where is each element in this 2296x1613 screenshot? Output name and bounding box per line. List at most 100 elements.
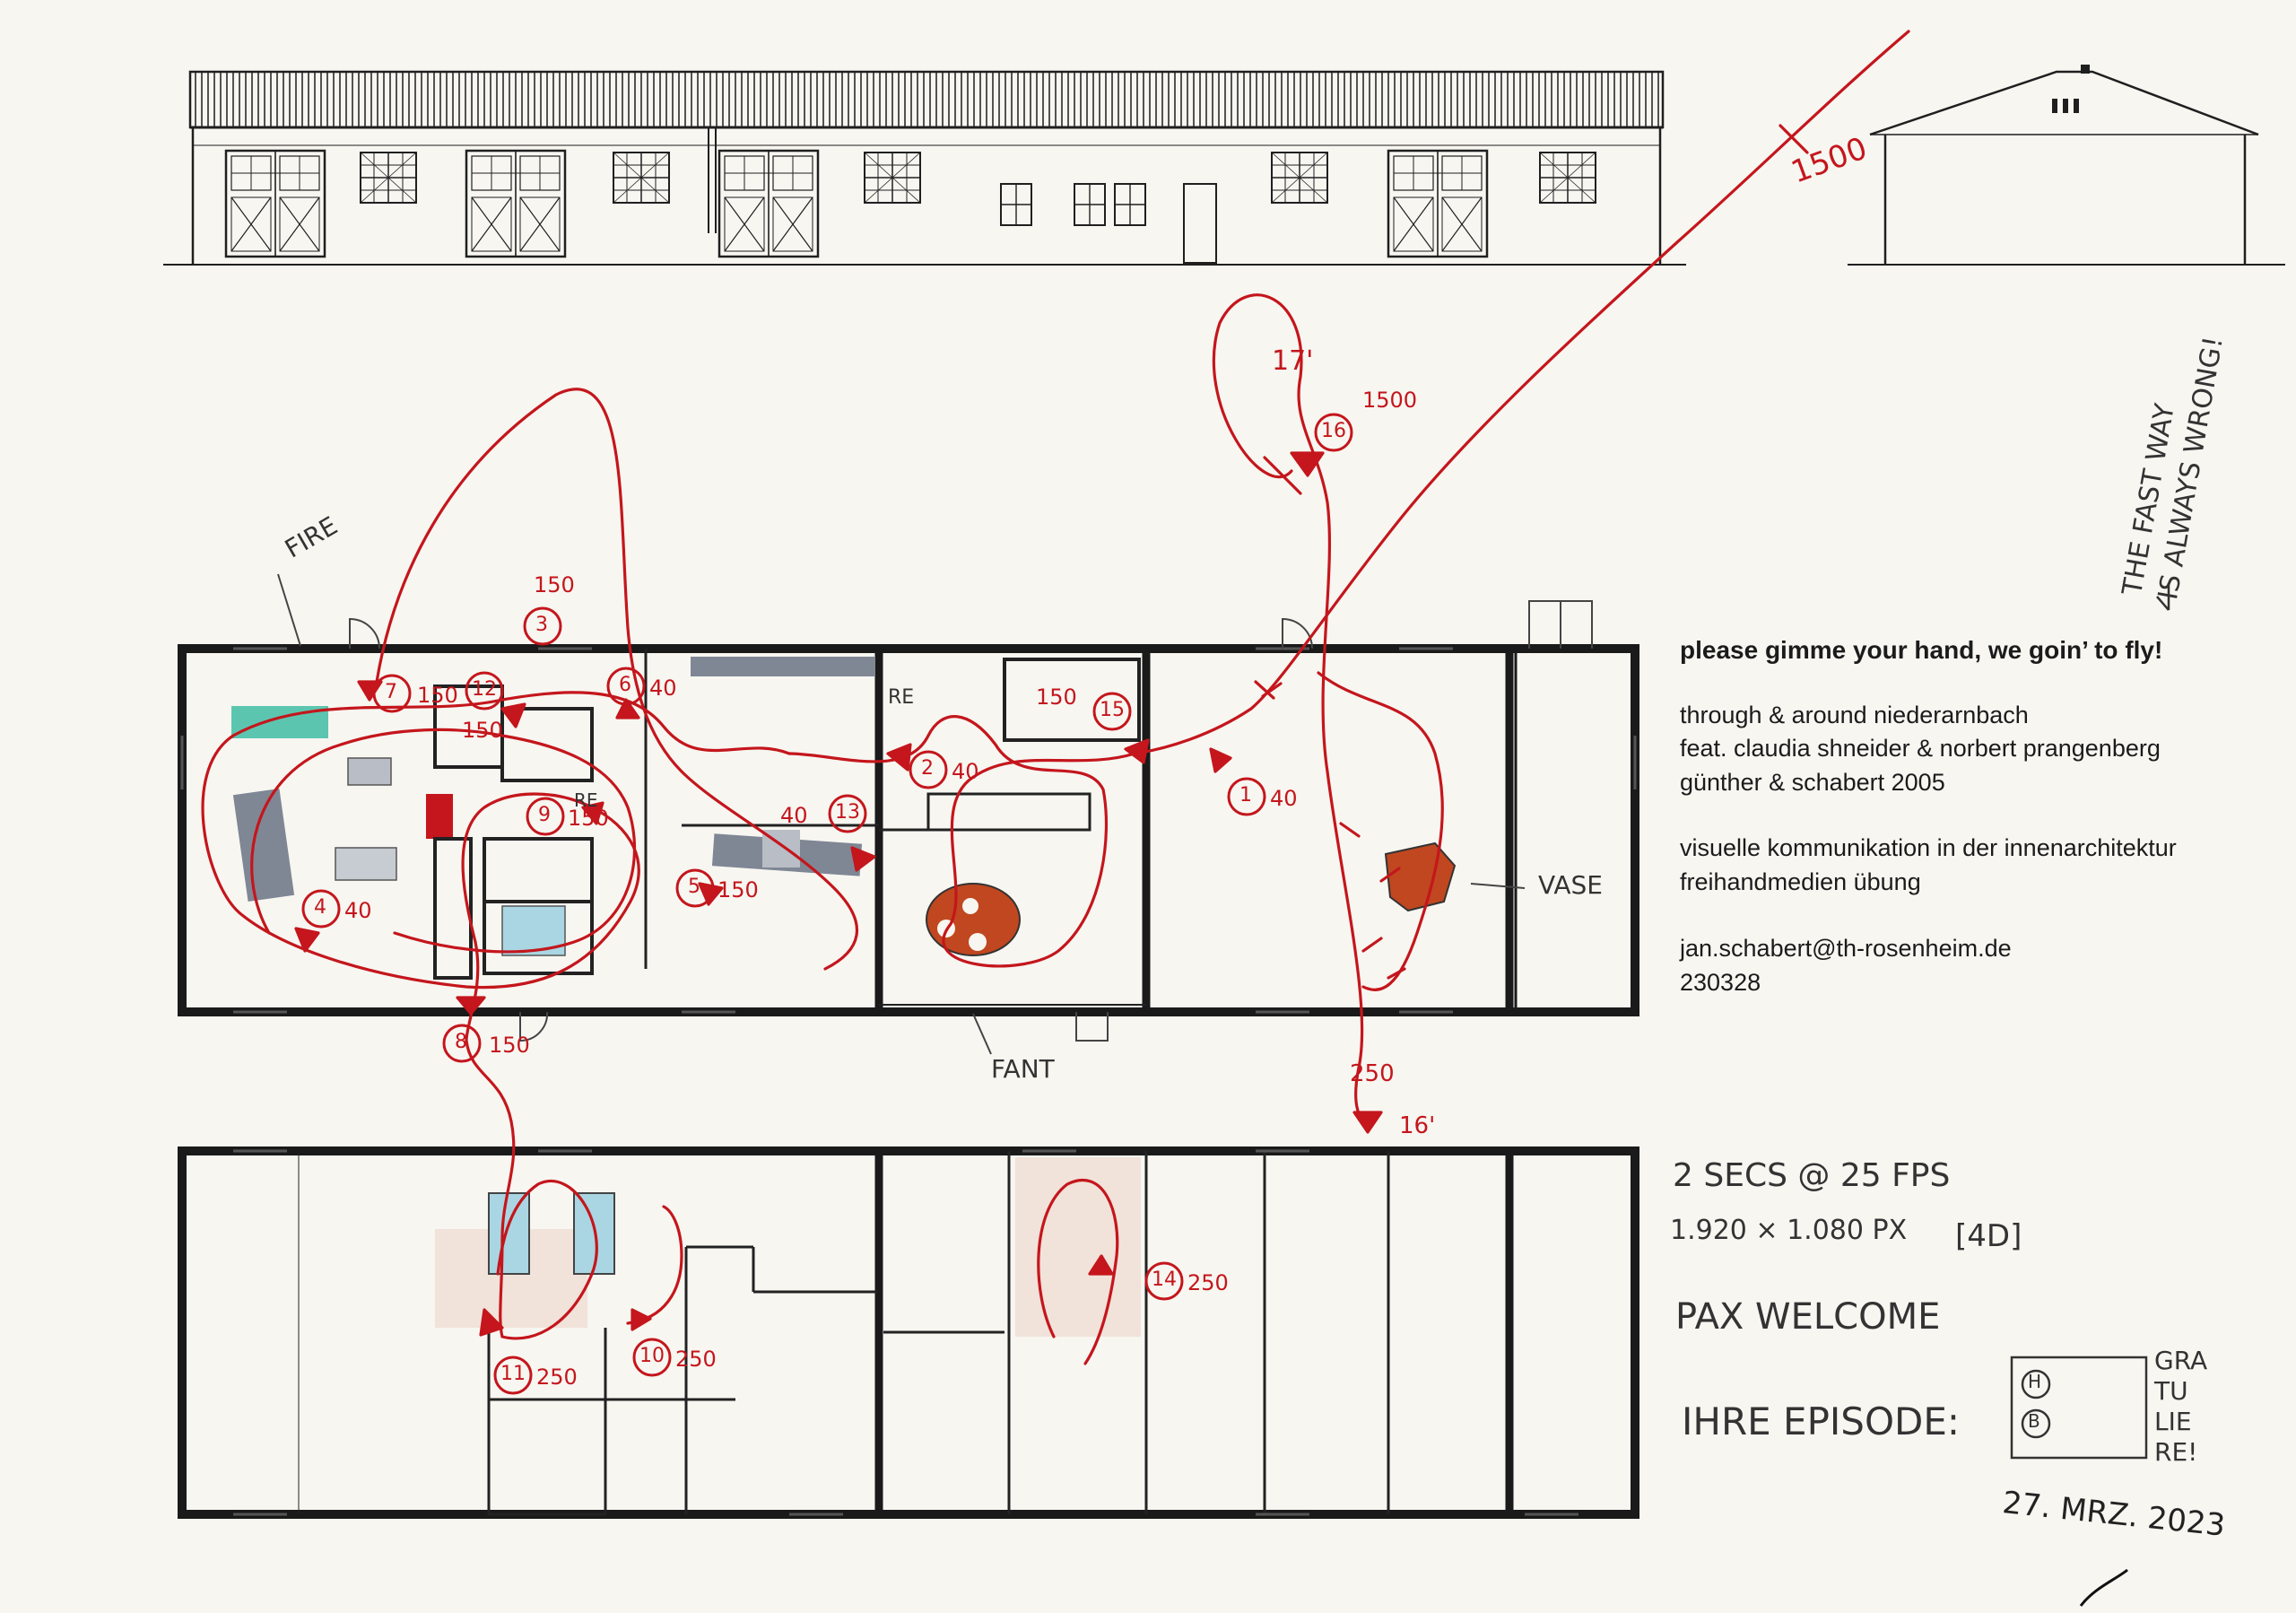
info-line-4: visuelle kommunikation in der innenarchi…	[1680, 834, 2177, 861]
path-mark-re: RE	[888, 686, 915, 709]
info-line-1: through & around niederarnbach	[1680, 702, 2029, 728]
label-fant: FANT	[991, 1054, 1055, 1084]
station-number-10: 10	[639, 1345, 665, 1367]
station-value-7: 150	[417, 683, 458, 708]
upper-floor-plan	[178, 1147, 1639, 1519]
counter-top	[691, 657, 874, 676]
station-value-10: 250	[675, 1347, 717, 1372]
station-circle-11	[493, 1356, 533, 1395]
checkbox-h-circle[interactable]	[2021, 1369, 2051, 1399]
main-loop-5	[250, 728, 637, 954]
barn-door-2	[465, 149, 567, 258]
info-id: 230328	[1680, 969, 1761, 996]
station-value-11: 250	[536, 1365, 578, 1390]
station-value-8: 150	[489, 1033, 530, 1058]
station-number-2: 2	[921, 757, 934, 780]
station-circle-3	[523, 606, 562, 646]
checkbox-b-circle[interactable]	[2021, 1408, 2051, 1439]
station-circle-12	[465, 671, 504, 711]
station-number-4: 4	[314, 896, 326, 919]
barn-door-3	[718, 149, 820, 258]
barn-window-4	[1271, 152, 1328, 204]
small-window-1	[1000, 183, 1032, 226]
barn-window-3	[864, 152, 921, 204]
barn-door-4	[1387, 149, 1489, 258]
barn-door-1	[224, 149, 326, 258]
station-circle-5	[675, 868, 715, 908]
fant-sculpture	[926, 883, 1021, 956]
dining-table	[232, 788, 295, 902]
loop-vase	[1317, 671, 1444, 991]
station-number-12: 12	[472, 678, 497, 701]
grat-line-4: RE!	[2154, 1437, 2198, 1467]
main-loop-2	[201, 691, 791, 990]
station-circle-8	[442, 1024, 482, 1063]
station-number-9: 9	[538, 804, 551, 826]
station-circle-15	[1092, 692, 1132, 731]
episode-box	[2010, 1356, 2148, 1460]
label-vase: VASE	[1538, 870, 1603, 900]
station-circle-2	[909, 750, 948, 789]
station-circle-4	[301, 889, 341, 929]
ground-floor-outer-wall	[178, 644, 1639, 1016]
station-circle-6	[606, 667, 646, 706]
barn-window-2	[613, 152, 670, 204]
info-line-3: günther & schabert 2005	[1680, 769, 1945, 796]
pax-note: PAX WELCOME	[1675, 1296, 1941, 1338]
grat-line-3: LIE	[2154, 1407, 2192, 1436]
station-number-3: 3	[535, 614, 548, 636]
episode-checkbox[interactable]	[2010, 1356, 2148, 1460]
small-window-2	[1074, 183, 1106, 226]
sofa-2	[335, 847, 397, 881]
station-number-8: 8	[455, 1031, 467, 1053]
upper-loop	[496, 1180, 683, 1340]
station-number-11: 11	[500, 1363, 526, 1385]
path-mark-250: 250	[1350, 1060, 1395, 1087]
station-value-15: 150	[1036, 684, 1077, 710]
info-email[interactable]: jan.schabert@th-rosenheim.de	[1680, 935, 2012, 962]
station-value-13: 40	[780, 803, 808, 828]
upper-floor-pink-room	[1015, 1157, 1141, 1337]
station-circle-10	[632, 1338, 672, 1377]
path-mark-16p: 16'	[1399, 1112, 1436, 1139]
station-value-14: 250	[1187, 1270, 1229, 1295]
station-value-3: 150	[534, 572, 575, 597]
flight-line	[1133, 30, 1910, 755]
small-window-3	[1114, 183, 1146, 226]
station-circle-7	[372, 674, 412, 713]
info-line-5: freihandmedien übung	[1680, 868, 1921, 895]
barn-window-5	[1539, 152, 1596, 204]
ground-floor-plan	[178, 600, 1639, 1042]
station-value-2: 40	[952, 759, 979, 784]
upper-right-loop	[1037, 1178, 1119, 1365]
station-number-1: 1	[1239, 784, 1252, 806]
info-line-2: feat. claudia shneider & norbert prangen…	[1680, 735, 2161, 762]
vase-leader	[1470, 883, 1526, 889]
specs-note-2b: [4D]	[1955, 1218, 2022, 1254]
vase-object	[1384, 841, 1457, 912]
station-markers	[301, 413, 1353, 1395]
sofa-1	[347, 757, 392, 786]
station-value-16: 1500	[1362, 388, 1418, 413]
checkbox-b-label: B	[2028, 1410, 2040, 1432]
path-mark-re2: RE	[574, 789, 598, 811]
signature	[2079, 1568, 2128, 1607]
station-circle-16	[1314, 413, 1353, 452]
fire-leader	[277, 573, 301, 647]
station-circle-1	[1227, 777, 1266, 816]
station-number-5: 5	[688, 876, 700, 898]
front-elevation	[163, 70, 1686, 266]
station-value-12: 150	[462, 718, 503, 743]
barn-window-1	[360, 152, 417, 204]
info-title: please gimme your hand, we goin’ to fly!	[1680, 636, 2163, 664]
station-number-7: 7	[385, 681, 397, 703]
entry-door	[1183, 183, 1217, 264]
station-value-1: 40	[1270, 786, 1298, 811]
specs-note-2: 1.920 × 1.080 PX	[1670, 1215, 1908, 1246]
bed-1	[488, 1192, 530, 1275]
station-value-4: 40	[344, 898, 372, 923]
station-value-9: 150	[568, 806, 609, 831]
specs-note-1: 2 SECS @ 25 FPS	[1673, 1157, 1951, 1194]
roof	[188, 70, 1665, 129]
